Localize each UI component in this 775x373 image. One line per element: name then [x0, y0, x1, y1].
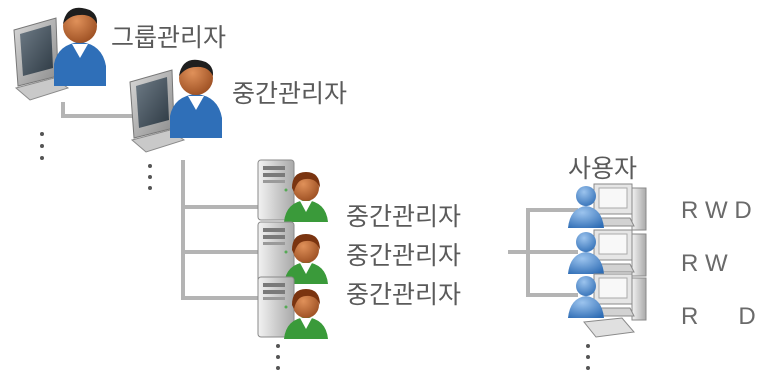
vertical-ellipsis-icon [148, 164, 152, 190]
middle-admin-label-3: 중간관리자 [346, 280, 462, 309]
permission-row-3: R D [681, 303, 756, 330]
user-workstation-icon-3 [567, 273, 647, 321]
middle-admin-label-2: 중간관리자 [346, 241, 462, 270]
permission-row-2: R W [681, 250, 728, 277]
permission-row-1: R W D [681, 197, 752, 224]
group-admin-label: 그룹관리자 [111, 23, 227, 52]
server-admin-icon-1 [257, 159, 329, 223]
users-label: 사용자 [568, 154, 638, 183]
middle-admin-icon [129, 59, 223, 153]
middle-admin-label: 중간관리자 [232, 79, 348, 108]
server-admin-icon-2 [257, 221, 329, 285]
server-admin-icon-3 [257, 276, 329, 340]
vertical-ellipsis-icon [586, 344, 590, 370]
keyboard-icon [583, 317, 635, 338]
connector-lines [61, 102, 578, 300]
user-workstation-icon-1 [567, 183, 647, 231]
middle-admin-label-1: 중간관리자 [346, 202, 462, 231]
group-admin-icon [13, 7, 107, 101]
vertical-ellipsis-icon [40, 132, 44, 160]
vertical-ellipsis-icon [276, 344, 280, 370]
user-workstation-icon-2 [567, 229, 647, 277]
